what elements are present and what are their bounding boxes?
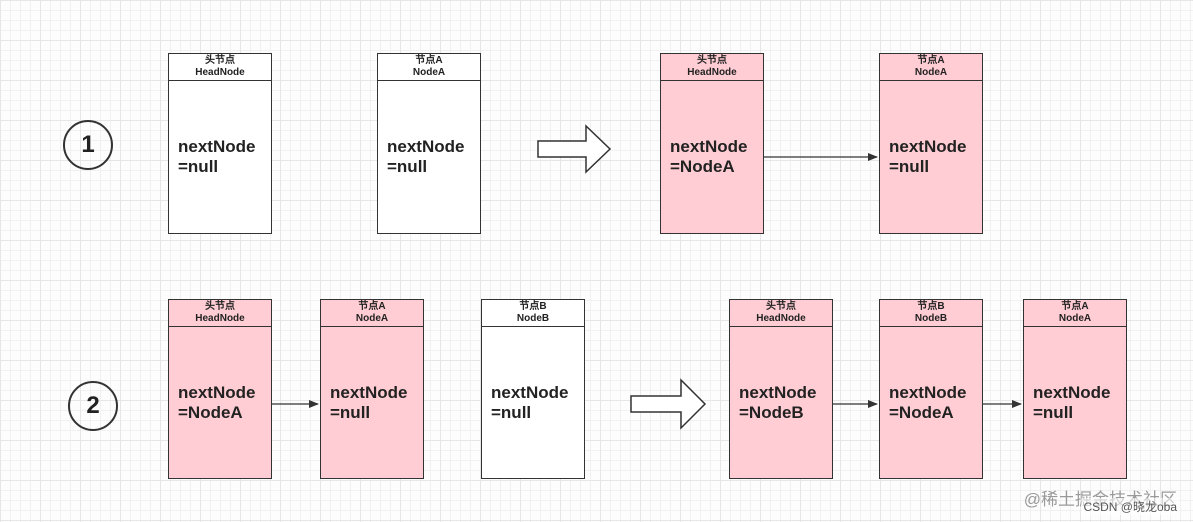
- row1-after-node-a: 节点A NodeA nextNode =null: [879, 53, 983, 234]
- node-header: 头节点 HeadNode: [169, 54, 271, 81]
- node-header: 节点A NodeA: [321, 300, 423, 327]
- step-2-marker: 2: [68, 381, 118, 431]
- node-header: 节点A NodeA: [378, 54, 480, 81]
- node-body: nextNode =NodeA: [889, 383, 967, 422]
- node-body: nextNode =null: [491, 383, 569, 422]
- node-body: nextNode =NodeB: [739, 383, 817, 422]
- node-body: nextNode =NodeA: [178, 383, 256, 422]
- row2-before-node-b: 节点B NodeB nextNode =null: [481, 299, 585, 479]
- node-body: nextNode =null: [1033, 383, 1111, 422]
- row1-after-head-node: 头节点 HeadNode nextNode =NodeA: [660, 53, 764, 234]
- row2-after-node-a: 节点A NodeA nextNode =null: [1023, 299, 1127, 479]
- node-header: 节点A NodeA: [1024, 300, 1126, 327]
- node-header: 头节点 HeadNode: [730, 300, 832, 327]
- row1-before-head-node: 头节点 HeadNode nextNode =null: [168, 53, 272, 234]
- node-header: 节点B NodeB: [482, 300, 584, 327]
- node-body: nextNode =null: [387, 137, 465, 176]
- watermark-csdn: CSDN @晓龙oba: [1081, 498, 1179, 515]
- node-body: nextNode =null: [178, 137, 256, 176]
- row2-before-node-a: 节点A NodeA nextNode =null: [320, 299, 424, 479]
- node-body: nextNode =null: [889, 137, 967, 176]
- node-header: 头节点 HeadNode: [661, 54, 763, 81]
- row1-before-node-a: 节点A NodeA nextNode =null: [377, 53, 481, 234]
- row2-after-head-node: 头节点 HeadNode nextNode =NodeB: [729, 299, 833, 479]
- node-header: 节点A NodeA: [880, 54, 982, 81]
- transition-arrow-2: [630, 378, 707, 430]
- row2-after-node-b: 节点B NodeB nextNode =NodeA: [879, 299, 983, 479]
- transition-arrow-1: [537, 124, 612, 174]
- node-header: 节点B NodeB: [880, 300, 982, 327]
- step-1-marker: 1: [63, 120, 113, 170]
- row2-before-head-node: 头节点 HeadNode nextNode =NodeA: [168, 299, 272, 479]
- node-body: nextNode =null: [330, 383, 408, 422]
- node-header: 头节点 HeadNode: [169, 300, 271, 327]
- node-body: nextNode =NodeA: [670, 137, 748, 176]
